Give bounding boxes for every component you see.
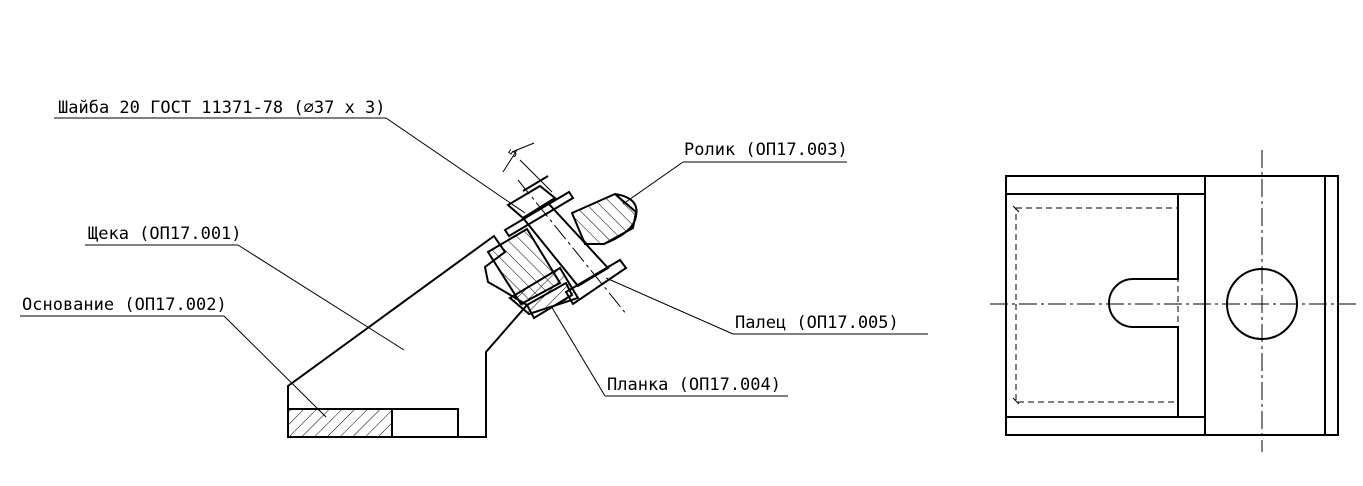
section-view: 5: [287, 142, 638, 438]
base-outline: [287, 408, 459, 438]
washer-outline: [503, 190, 575, 238]
roller-label: Ролик (ОП17.003): [684, 140, 848, 160]
base-part: [287, 408, 459, 438]
plate-label: Планка (ОП17.004): [607, 375, 781, 395]
dimension-gap: 5: [502, 142, 553, 193]
plan-outer-frame: [1005, 175, 1339, 436]
pin-part: [506, 175, 628, 306]
base-section-hatch: [287, 408, 393, 438]
pin-lower-flange: [564, 258, 628, 306]
plan-hidden-contour: [1015, 207, 1179, 403]
pin-label: Палец (ОП17.005): [735, 313, 899, 333]
plan-slot-outline: [1108, 194, 1179, 417]
cheek-outline: [287, 234, 529, 438]
roller-lower-hatch: [486, 227, 562, 306]
pin-head: [506, 184, 557, 220]
cheek-part: [287, 234, 529, 438]
base-label: Основание (ОП17.002): [22, 295, 227, 315]
callouts: Шайба 20 ГОСТ 11371-78 (⌀37 x 3) Ролик (…: [20, 98, 928, 418]
washer-part: [503, 190, 575, 238]
dimension-gap-text: 5: [506, 147, 520, 160]
plan-view: [990, 150, 1360, 452]
cheek-label: Щека (ОП17.001): [88, 224, 242, 244]
washer-label: Шайба 20 ГОСТ 11371-78 (⌀37 x 3): [58, 98, 386, 118]
